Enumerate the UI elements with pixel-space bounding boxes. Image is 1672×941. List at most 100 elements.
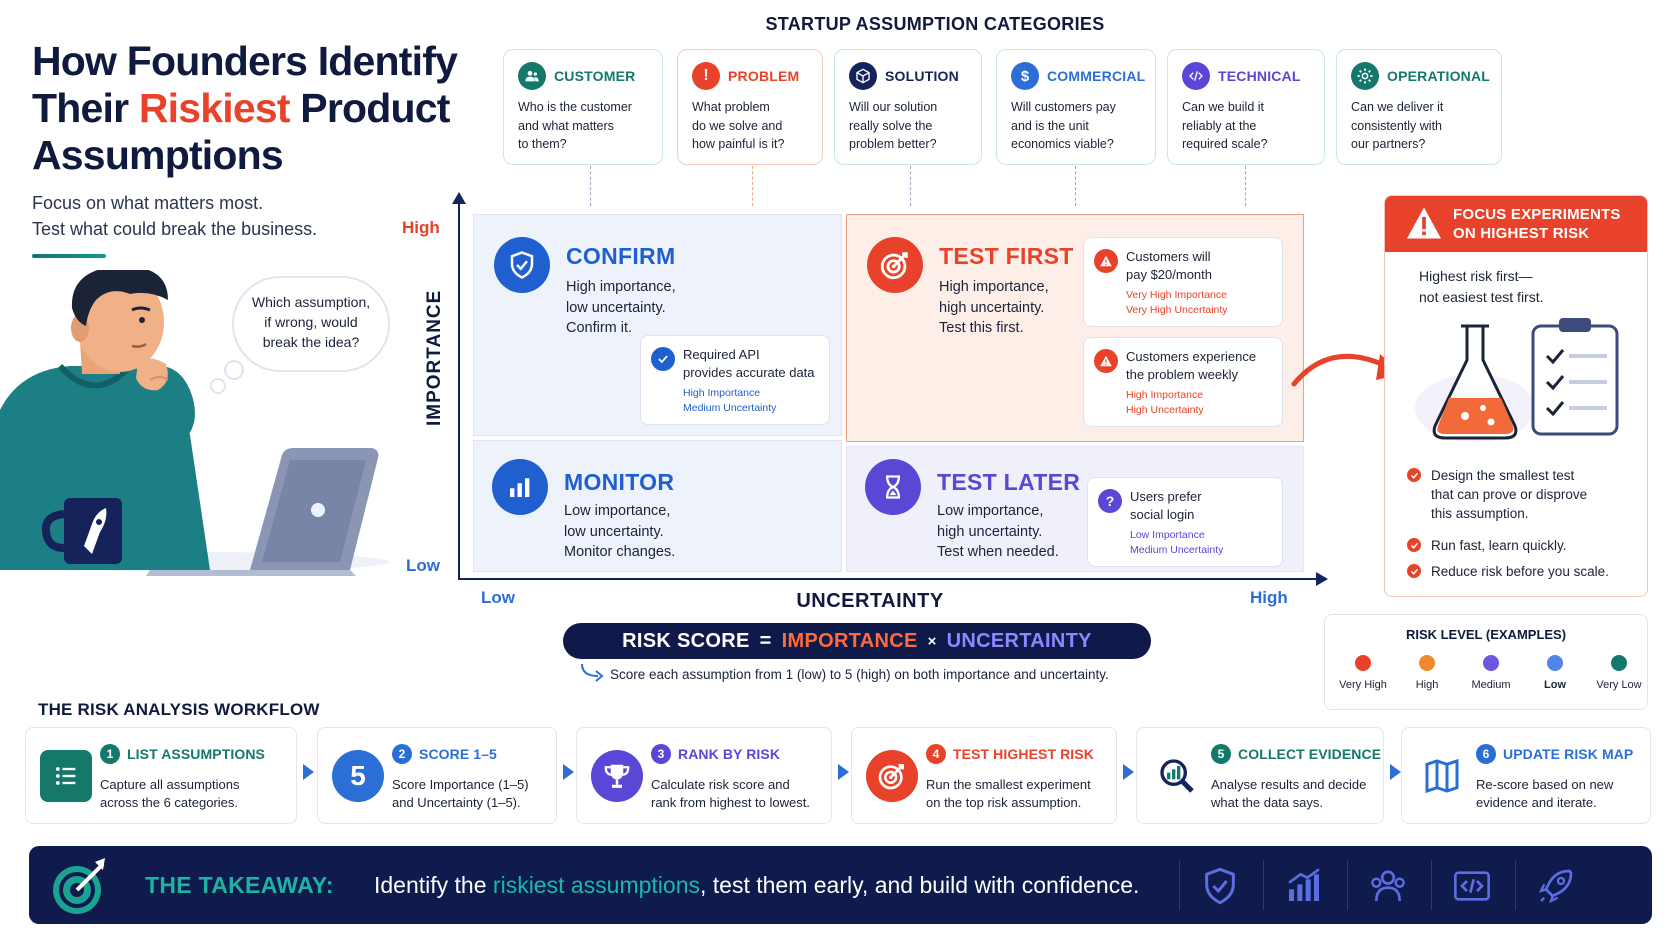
rocket-icon bbox=[1538, 869, 1573, 904]
legend-dot bbox=[1547, 655, 1563, 671]
map-icon bbox=[1416, 750, 1468, 802]
assumption-uncertainty: High Uncertainty bbox=[1126, 404, 1204, 416]
step-title: SCORE 1–5 bbox=[419, 746, 497, 762]
legend-label: Very High bbox=[1339, 679, 1387, 691]
dollar-icon: $ bbox=[1011, 62, 1039, 90]
exclamation-icon: ! bbox=[692, 62, 720, 90]
connector-commercial bbox=[1075, 166, 1076, 206]
y-axis-low-label: Low bbox=[406, 556, 440, 575]
quadrant-test-later-title: TEST LATER bbox=[937, 469, 1081, 495]
assumption-card-problem-weekly[interactable]: Customers experience the problem weekly … bbox=[1083, 337, 1283, 427]
quadrant-monitor-desc: Low importance,low uncertainty.Monitor c… bbox=[564, 503, 676, 560]
legend-label: Low bbox=[1544, 679, 1566, 691]
step-number: 4 bbox=[926, 744, 946, 764]
assumption-text: the problem weekly bbox=[1126, 367, 1238, 382]
assumption-uncertainty: Medium Uncertainty bbox=[1130, 544, 1224, 556]
takeaway-divider bbox=[1515, 860, 1516, 910]
thought-line-3: break the idea? bbox=[262, 334, 360, 350]
step-number: 1 bbox=[100, 744, 120, 764]
page-title: How Founders Identify Their Riskiest Pro… bbox=[32, 38, 472, 179]
category-title: COMMERCIAL bbox=[1047, 68, 1146, 84]
category-title: SOLUTION bbox=[885, 68, 959, 84]
workflow-heading: THE RISK ANALYSIS WORKFLOW bbox=[38, 700, 320, 719]
y-axis-arrow bbox=[452, 192, 466, 204]
category-title: CUSTOMER bbox=[554, 68, 636, 84]
assumption-text: pay $20/month bbox=[1126, 267, 1213, 282]
cube-icon bbox=[849, 62, 877, 90]
y-axis-high-label: High bbox=[402, 218, 440, 237]
category-title: OPERATIONAL bbox=[1387, 68, 1491, 84]
quadrant-test-later-desc: Low importance,high uncertainty.Test whe… bbox=[937, 503, 1059, 560]
legend-dot bbox=[1419, 655, 1435, 671]
assumption-text: social login bbox=[1130, 507, 1195, 522]
legend-dot bbox=[1355, 655, 1371, 671]
takeaway-divider bbox=[1179, 860, 1180, 910]
gear-icon bbox=[1351, 62, 1379, 90]
quadrant-test-later: TEST LATER Low importance,high uncertain… bbox=[846, 446, 1304, 572]
workflow-arrow-icon bbox=[303, 764, 314, 780]
legend-label: High bbox=[1415, 679, 1439, 691]
legend-title: RISK LEVEL (EXAMPLES) bbox=[1405, 627, 1567, 642]
takeaway-divider bbox=[1347, 860, 1348, 910]
x-axis-title: UNCERTAINTY bbox=[796, 590, 944, 612]
x-axis-high-label: High bbox=[1250, 588, 1288, 607]
check-circle-icon bbox=[651, 347, 675, 371]
title-underline bbox=[32, 254, 106, 258]
connector-customer bbox=[590, 166, 591, 206]
legend-item: Very Low bbox=[1587, 655, 1651, 691]
assumption-text: Customers will bbox=[1126, 249, 1211, 264]
assumption-importance: High Importance bbox=[1126, 389, 1204, 401]
workflow-arrow-icon bbox=[1123, 764, 1134, 780]
category-title: PROBLEM bbox=[728, 68, 800, 84]
warning-icon bbox=[1094, 249, 1118, 273]
y-axis-line bbox=[458, 200, 460, 580]
legend-label: Very Low bbox=[1596, 679, 1642, 691]
question-icon: ? bbox=[1098, 489, 1122, 513]
y-axis-title: IMPORTANCE bbox=[424, 289, 445, 426]
check-dot-icon bbox=[1407, 468, 1421, 482]
assumption-card-api[interactable]: Required API provides accurate data High… bbox=[640, 335, 830, 425]
quadrant-confirm-desc: High importance,low uncertainty.Confirm … bbox=[566, 279, 676, 336]
step-title: LIST ASSUMPTIONS bbox=[127, 746, 265, 762]
takeaway-divider bbox=[1431, 860, 1432, 910]
code-icon bbox=[1182, 62, 1210, 90]
assumption-card-pay-20[interactable]: Customers will pay $20/month Very High I… bbox=[1083, 237, 1283, 327]
assumption-importance: Low Importance bbox=[1130, 529, 1205, 541]
quadrant-confirm: CONFIRM High importance,low uncertainty.… bbox=[473, 214, 842, 436]
trophy-icon bbox=[591, 750, 643, 802]
thought-puff-small bbox=[210, 378, 226, 394]
return-arrow-icon bbox=[581, 663, 604, 682]
target-arrow-icon bbox=[53, 858, 105, 914]
legend-item: Low bbox=[1523, 655, 1587, 691]
quadrant-confirm-title: CONFIRM bbox=[566, 243, 676, 269]
assumption-card-social-login[interactable]: ? Users prefer social login Low Importan… bbox=[1087, 477, 1283, 567]
subtitle-line-2: Test what could break the business. bbox=[32, 219, 318, 239]
quadrant-test-first-title: TEST FIRST bbox=[939, 243, 1074, 269]
formula-equals: = bbox=[759, 629, 772, 652]
x-axis-low-label: Low bbox=[481, 588, 515, 607]
category-title: TECHNICAL bbox=[1218, 68, 1301, 84]
step-title: UPDATE RISK MAP bbox=[1503, 746, 1634, 762]
